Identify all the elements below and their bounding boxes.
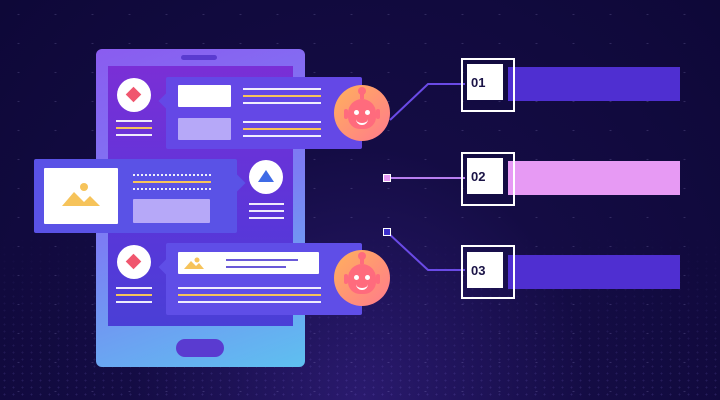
text-line [243,128,321,130]
diamond-icon [117,78,151,112]
content-block [133,199,210,223]
text-line [243,135,321,137]
step-bar-02 [508,161,680,195]
text-line [226,266,286,268]
text-line [249,210,284,212]
diamond-icon [117,245,151,279]
triangle-icon [249,160,283,194]
step-number-03: 03 [467,252,503,288]
step-bar-03 [508,255,680,289]
connector-node [383,174,391,182]
text-line [133,188,211,190]
text-line [178,287,321,289]
text-line [243,88,321,90]
connector-node [383,228,391,236]
phone-speaker [181,55,217,60]
text-line [116,120,152,122]
text-line [116,127,152,129]
text-line [243,121,321,123]
image-icon [44,168,118,224]
text-line [178,294,321,296]
text-line [116,301,152,303]
step-number-02: 02 [467,158,503,194]
step-number-01: 01 [467,64,503,100]
text-line [133,174,211,176]
robot-avatar [334,250,390,306]
text-line [226,259,298,261]
step-bar-01 [508,67,680,101]
step-frame-02 [461,152,515,206]
content-block [178,118,231,140]
text-line [133,181,211,183]
step-frame-01 [461,58,515,112]
text-line [249,203,284,205]
text-line [243,102,321,104]
text-line [116,287,152,289]
text-line [249,217,284,219]
text-line [116,134,152,136]
text-line [178,301,321,303]
step-frame-03 [461,245,515,299]
text-line [243,95,321,97]
content-block [178,85,231,107]
content-block [178,252,319,274]
robot-avatar [334,85,390,141]
text-line [116,294,152,296]
phone-home-button [176,339,224,357]
